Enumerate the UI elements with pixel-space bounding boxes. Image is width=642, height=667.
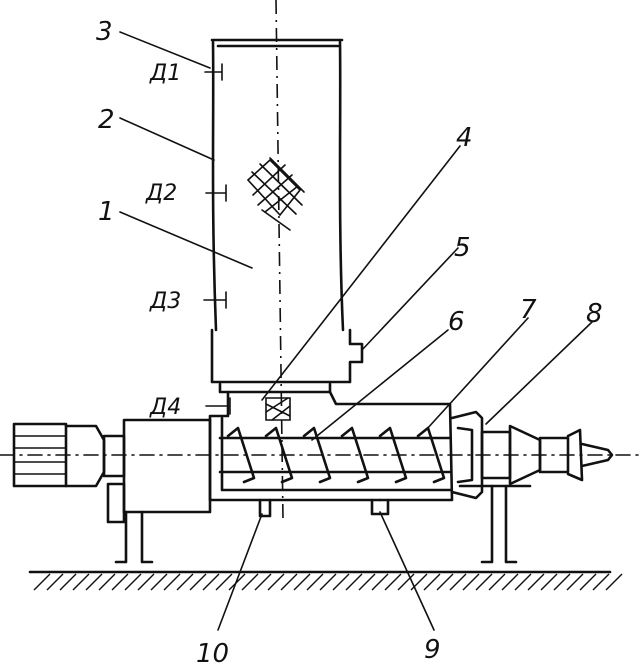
- label-4: 4: [456, 123, 473, 153]
- hopper-sieve: [246, 157, 305, 231]
- label-1: 1: [98, 197, 115, 227]
- sensor-d2-label: Д2: [145, 181, 177, 206]
- label-6: 6: [448, 307, 465, 337]
- label-8: 8: [586, 299, 603, 329]
- gearbox: [106, 418, 212, 524]
- hopper-axis: [275, 0, 284, 521]
- label-3: 3: [96, 17, 113, 47]
- hopper: [210, 38, 364, 394]
- ground: [28, 570, 623, 591]
- supports: [114, 484, 518, 564]
- motor: [12, 422, 126, 488]
- sensor-marks: [203, 63, 231, 415]
- label-10: 10: [196, 639, 229, 667]
- sensor-d3-label: Д3: [149, 289, 181, 314]
- label-9: 9: [424, 635, 441, 665]
- sensor-d1-label: Д1: [149, 61, 181, 86]
- label-2: 2: [98, 105, 115, 135]
- leader-lines: [119, 31, 593, 631]
- sensor-d4-label: Д4: [149, 395, 181, 420]
- label-7: 7: [520, 295, 537, 325]
- inlet-sieve: [265, 397, 291, 421]
- label-5: 5: [454, 233, 471, 263]
- screw: [0, 426, 642, 484]
- die-head: [450, 410, 614, 500]
